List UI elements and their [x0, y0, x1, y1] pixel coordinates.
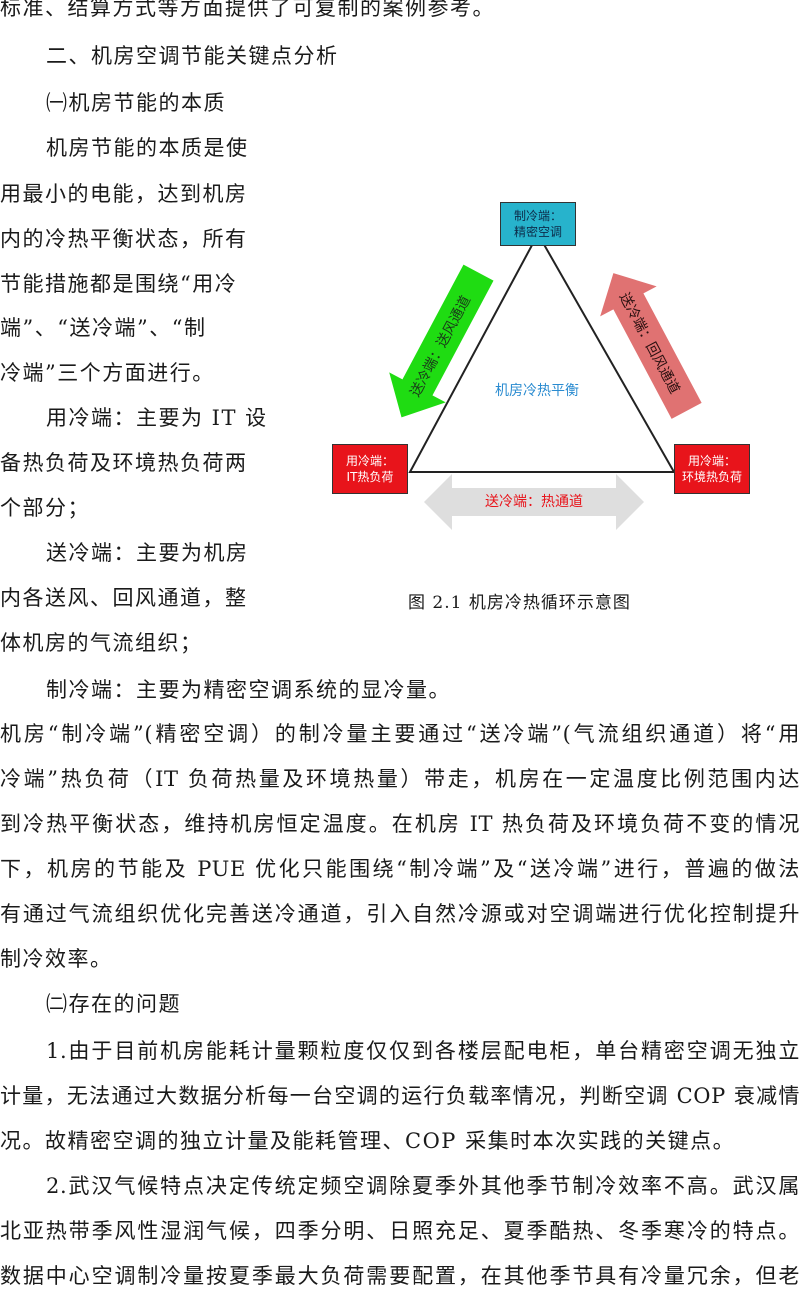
text-line: 2.武汉气候特点决定传统定频空调除夏季外其他季节制冷效率不高。武汉属 [46, 1174, 800, 1198]
text-line: 内的冷热平衡状态，所有 [0, 227, 248, 251]
text-line: 冷端”三个方面进行。 [0, 361, 215, 385]
text-line: 备热负荷及环境热负荷两 [0, 451, 248, 475]
hot-aisle-arrow [424, 474, 644, 530]
text-line: 用冷端：主要为 IT 设 [46, 406, 268, 430]
text-line: 制冷效率。 [0, 947, 113, 971]
text-line: 端”、“送冷端”、“制 [0, 316, 207, 340]
cooling-end-box: 制冷端： 精密空调 [500, 202, 576, 246]
text-line: 到冷热平衡状态，维持机房恒定温度。在机房 IT 热负荷及环境负荷不变的情况 [0, 812, 800, 836]
text-line: 计量，无法通过大数据分析每一台空调的运行负载率情况，判断空调 COP 衰减情 [0, 1084, 800, 1108]
environment-load-box: 用冷端： 环境热负荷 [674, 444, 750, 494]
cooling-cycle-diagram: 制冷端： 精密空调 用冷端： IT热负荷 用冷端： 环境热负荷 机房冷热平衡 送… [320, 190, 760, 540]
section-title: 二、机房空调节能关键点分析 [46, 44, 339, 68]
text-line: 1.由于目前机房能耗计量颗粒度仅仅到各楼层配电柜，单台精密空调无独立 [46, 1039, 800, 1063]
diagram-graphic [389, 231, 702, 530]
text-line: 体机房的气流组织； [0, 631, 203, 655]
text-line: 有通过气流组织优化完善送冷通道，引入自然冷源或对空调端进行优化控制提升 [0, 902, 800, 926]
text-line: 机房节能的本质是使 [46, 136, 249, 160]
balance-triangle [408, 231, 676, 473]
supply-air-arrow [389, 264, 494, 418]
hot-aisle-label: 送冷端：热通道 [485, 494, 583, 510]
text-line: 制冷端：主要为精密空调系统的显冷量。 [46, 678, 451, 702]
text-line: 用最小的电能，达到机房 [0, 182, 248, 206]
figure-caption: 图 2.1 机房冷热循环示意图 [408, 593, 631, 613]
text-line: 北亚热带季风性湿润气候，四季分明、日照充足、夏季酷热、冬季寒冷的特点。 [0, 1219, 800, 1243]
text-line: 内各送风、回风通道，整 [0, 586, 248, 610]
text-line: 标准、结算方式等方面提供了可复制的案例参考。 [0, 0, 495, 20]
subsection-title: ㈡存在的问题 [46, 992, 181, 1016]
text-line: 冷端”热负荷（IT 负荷热量及环境热量）带走，机房在一定温度比例范围内达 [0, 767, 800, 791]
text-line: 节能措施都是围绕“用冷 [0, 272, 238, 296]
return-air-arrow [600, 273, 702, 419]
subsection-title: ㈠机房节能的本质 [46, 91, 226, 115]
text-line: 数据中心空调制冷量按夏季最大负荷需要配置，在其他季节具有冷量冗余，但老 [0, 1264, 800, 1288]
text-line: 况。故精密空调的独立计量及能耗管理、COP 采集时本次实践的关键点。 [0, 1129, 736, 1153]
text-line: 送冷端：主要为机房 [46, 541, 249, 565]
text-line: 下，机房的节能及 PUE 优化只能围绕“制冷端”及“送冷端”进行，普遍的做法 [0, 857, 800, 881]
balance-label: 机房冷热平衡 [495, 383, 579, 399]
it-load-box: 用冷端： IT热负荷 [332, 444, 408, 494]
text-line: 个部分； [0, 496, 90, 520]
text-line: 机房“制冷端”(精密空调）的制冷量主要通过“送冷端”(气流组织通道）将“用 [0, 722, 800, 746]
